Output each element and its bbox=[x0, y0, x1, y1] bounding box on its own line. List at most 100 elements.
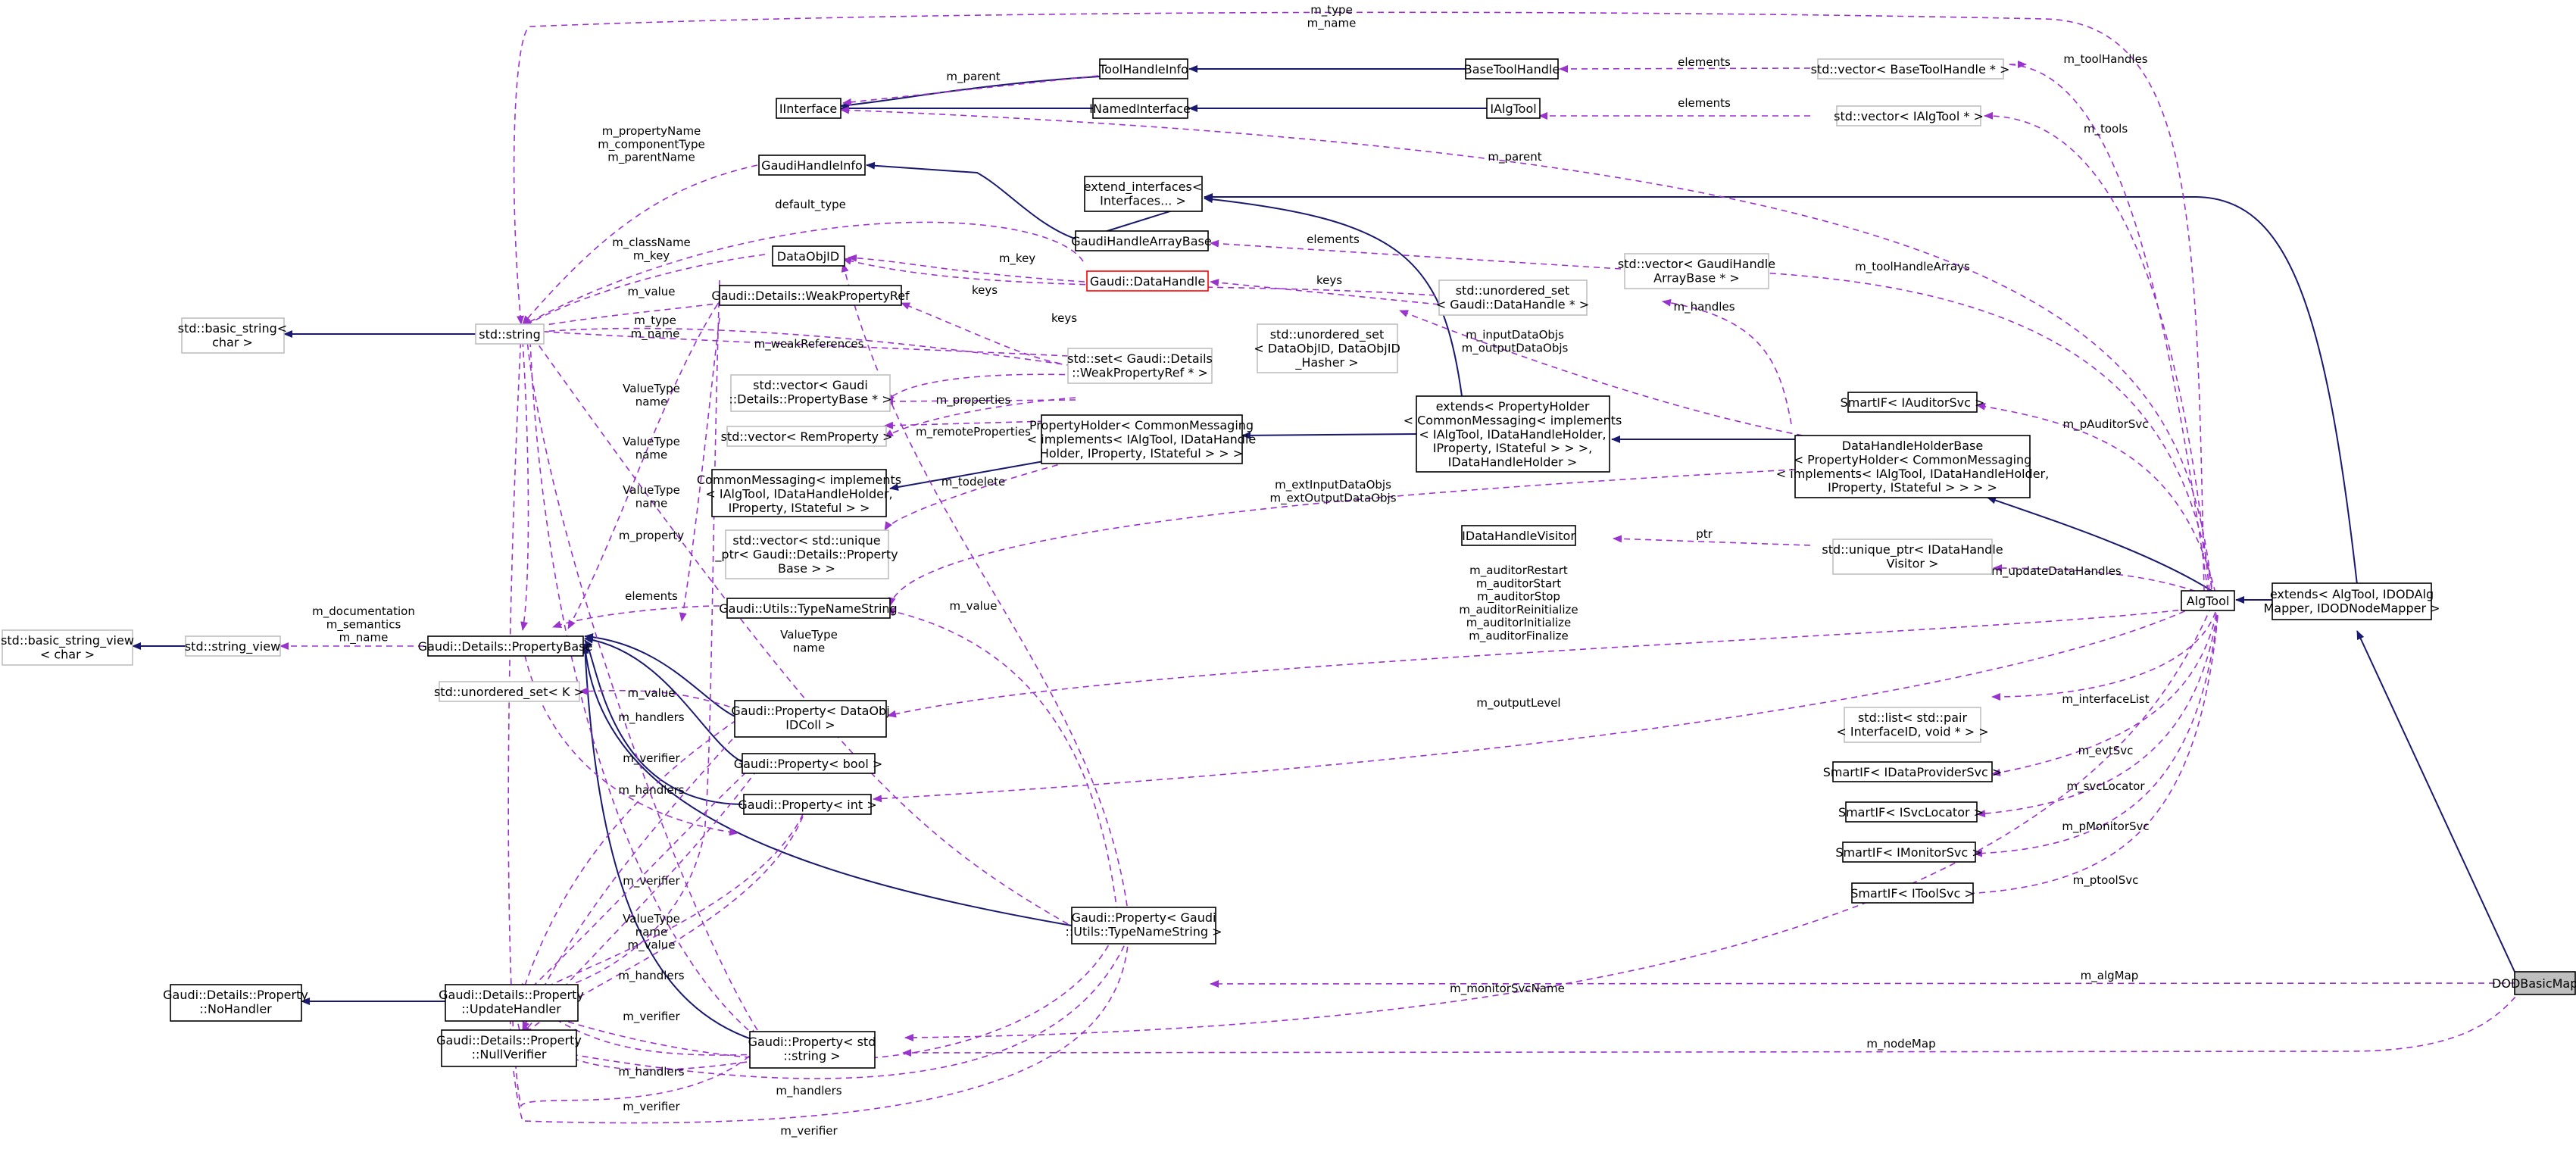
node-datahandleholderbase[interactable]: DataHandleHolderBase< PropertyHolder< Co… bbox=[1776, 435, 2049, 498]
node-smartif-itoolsvc[interactable]: SmartIF< IToolSvc > bbox=[1850, 882, 1975, 904]
svg-text:Gaudi::Property< int >: Gaudi::Property< int > bbox=[738, 798, 876, 812]
node-unordered-set-datahandle[interactable]: std::unordered_set< Gaudi::DataHandle * … bbox=[1436, 279, 1589, 316]
node-vector-remproperty[interactable]: std::vector< RemProperty > bbox=[721, 426, 893, 447]
text-line: GaudiHandleArrayBase bbox=[1071, 234, 1211, 248]
svg-text:GaudiHandleInfo: GaudiHandleInfo bbox=[761, 158, 863, 173]
text-line: ValueType bbox=[623, 382, 680, 395]
svg-text:CommonMessaging< implements< I: CommonMessaging< implements< IAlgTool, I… bbox=[697, 473, 901, 515]
usage-edge bbox=[1210, 279, 1440, 305]
node-toolhandleinfo[interactable]: ToolHandleInfo bbox=[1098, 58, 1188, 80]
text-line: std::vector< IAlgTool * > bbox=[1834, 109, 1984, 123]
svg-text:SmartIF< IMonitorSvc >: SmartIF< IMonitorSvc > bbox=[1835, 845, 1981, 860]
usage-edge bbox=[884, 397, 1076, 405]
node-basetoolhandle[interactable]: BaseToolHandle bbox=[1464, 58, 1560, 80]
node-iinterface[interactable]: IInterface bbox=[776, 98, 841, 119]
text-line: ptr bbox=[1696, 527, 1713, 541]
elabel-node-map: m_nodeMap bbox=[1866, 1037, 1935, 1051]
node-unordered-set-dataobjid[interactable]: std::unordered_set< DataObjID, DataObjID… bbox=[1254, 323, 1400, 373]
node-dodbasicmapper[interactable]: DODBasicMapper bbox=[2492, 971, 2576, 995]
node-basic-string-view[interactable]: std::basic_string_view< char > bbox=[1, 629, 134, 666]
node-property-typenamestring[interactable]: Gaudi::Property< Gaudi::Utils::TypeNameS… bbox=[1066, 907, 1222, 944]
text-line: < char > bbox=[40, 647, 95, 661]
svg-text:IDataHandleVisitor: IDataHandleVisitor bbox=[1462, 529, 1575, 543]
text-line: m_value bbox=[627, 938, 675, 953]
text-line: < InterfaceID, void * > > bbox=[1836, 724, 1988, 738]
node-gaudi-datahandle[interactable]: Gaudi::DataHandle bbox=[1086, 270, 1209, 292]
node-vector-basetoolhandle[interactable]: std::vector< BaseToolHandle * > bbox=[1811, 58, 2010, 80]
node-string-view[interactable]: std::string_view bbox=[185, 635, 281, 657]
text-line: m_parentName bbox=[607, 151, 695, 165]
node-idatahandlevisitor[interactable]: IDataHandleVisitor bbox=[1461, 525, 1576, 546]
node-extends-propertyholder[interactable]: extends< PropertyHolder< CommonMessaging… bbox=[1404, 395, 1622, 473]
node-set-weakpropertyref[interactable]: std::set< Gaudi::Details::WeakPropertyRe… bbox=[1067, 348, 1213, 384]
node-inamedinterface[interactable]: INamedInterface bbox=[1089, 98, 1191, 119]
node-weakpropertyref[interactable]: Gaudi::Details::WeakPropertyRef bbox=[711, 285, 910, 306]
elabel-m-property: m_property bbox=[619, 529, 684, 543]
text-line: m_handlers bbox=[618, 1065, 684, 1079]
node-gaudihandleinfo[interactable]: GaudiHandleInfo bbox=[758, 155, 866, 176]
usage-edge bbox=[904, 605, 2212, 1041]
node-ialgtool[interactable]: IAlgTool bbox=[1486, 98, 1541, 119]
node-property-string[interactable]: Gaudi::Property< std::string > bbox=[748, 1031, 876, 1069]
text-line: Interfaces... > bbox=[1100, 193, 1186, 208]
svg-text:DataObjID: DataObjID bbox=[777, 249, 839, 264]
text-line: std::vector< std::unique bbox=[732, 533, 880, 548]
elabel-keys-dh: keys bbox=[1316, 273, 1342, 287]
usage-edge bbox=[522, 295, 766, 332]
text-line: ValueType bbox=[623, 483, 680, 497]
svg-text:PropertyHolder< CommonMessagin: PropertyHolder< CommonMessaging< impleme… bbox=[1027, 418, 1257, 461]
node-updatehandler[interactable]: Gaudi::Details::Property::UpdateHandler bbox=[439, 984, 584, 1022]
node-std-string[interactable]: std::string bbox=[475, 323, 545, 345]
node-unordered-set-k[interactable]: std::unordered_set< K > bbox=[434, 681, 584, 702]
node-typenamestring[interactable]: Gaudi::Utils::TypeNameString bbox=[719, 598, 898, 619]
node-gaudihandlearraybase[interactable]: GaudiHandleArrayBase bbox=[1071, 230, 1212, 251]
node-algtool[interactable]: AlgTool bbox=[2181, 590, 2235, 611]
node-smartif-isvclocator[interactable]: SmartIF< ISvcLocator > bbox=[1838, 801, 1984, 823]
node-commonmessaging[interactable]: CommonMessaging< implements< IAlgTool, I… bbox=[697, 469, 901, 517]
elabel-m-value-uk: m_value bbox=[627, 686, 675, 701]
text-line: IAlgTool bbox=[1490, 101, 1536, 116]
text-line: CommonMessaging< implements bbox=[697, 473, 901, 487]
node-list-pair[interactable]: std::list< std::pair< InterfaceID, void … bbox=[1836, 707, 1989, 743]
text-line: m_verifier bbox=[623, 751, 680, 766]
text-line: < PropertyHolder< CommonMessaging bbox=[1794, 452, 2032, 467]
node-nohandler[interactable]: Gaudi::Details::Property::NoHandler bbox=[163, 984, 308, 1022]
node-smartif-imonitorsvc[interactable]: SmartIF< IMonitorSvc > bbox=[1835, 841, 1982, 863]
elabel-elements-ghab: elements bbox=[1307, 233, 1360, 246]
node-vector-propertybase[interactable]: std::vector< Gaudi::Details::PropertyBas… bbox=[729, 374, 892, 412]
text-line: AlgTool bbox=[2187, 594, 2230, 608]
edge-extalg-extif bbox=[1204, 193, 2358, 585]
node-nullverifier[interactable]: Gaudi::Details::Property::NullVerifier bbox=[436, 1029, 582, 1067]
node-basic-string[interactable]: std::basic_string<char > bbox=[178, 317, 287, 354]
svg-text:Gaudi::Details::PropertyBase: Gaudi::Details::PropertyBase bbox=[418, 639, 593, 654]
node-extend-interfaces[interactable]: extend_interfaces<Interfaces... > bbox=[1084, 176, 1203, 212]
node-propertybase[interactable]: Gaudi::Details::PropertyBase bbox=[418, 635, 593, 657]
node-vector-unique-ptr[interactable]: std::vector< std::unique_ptr< Gaudi::Det… bbox=[714, 529, 898, 579]
usage-edge bbox=[579, 687, 751, 714]
usage-edge bbox=[885, 607, 1118, 913]
usage-edge bbox=[1399, 310, 1803, 436]
node-dataobjid[interactable]: DataObjID bbox=[772, 245, 845, 267]
node-property-int[interactable]: Gaudi::Property< int > bbox=[738, 794, 877, 815]
text-line: ArrayBase * > bbox=[1653, 270, 1740, 285]
elabel-p-monitor-svc: m_pMonitorSvc bbox=[2062, 820, 2149, 834]
node-smartif-idataprovidersvc[interactable]: SmartIF< IDataProviderSvc > bbox=[1823, 761, 2003, 782]
usage-edge bbox=[1991, 613, 2217, 776]
usage-edge bbox=[522, 715, 754, 1031]
text-line: extends< PropertyHolder bbox=[1436, 399, 1590, 414]
node-vector-ialgtool[interactable]: std::vector< IAlgTool * > bbox=[1834, 105, 1984, 126]
node-propertyholder[interactable]: PropertyHolder< CommonMessaging< impleme… bbox=[1027, 414, 1257, 464]
node-smartif-iauditorsvc[interactable]: SmartIF< IAuditorSvc > bbox=[1841, 392, 1985, 413]
text-line: DODBasicMapper bbox=[2492, 976, 2576, 991]
node-property-bool[interactable]: Gaudi::Property< bool > bbox=[734, 753, 883, 774]
text-line: ::NoHandler bbox=[199, 1001, 272, 1016]
